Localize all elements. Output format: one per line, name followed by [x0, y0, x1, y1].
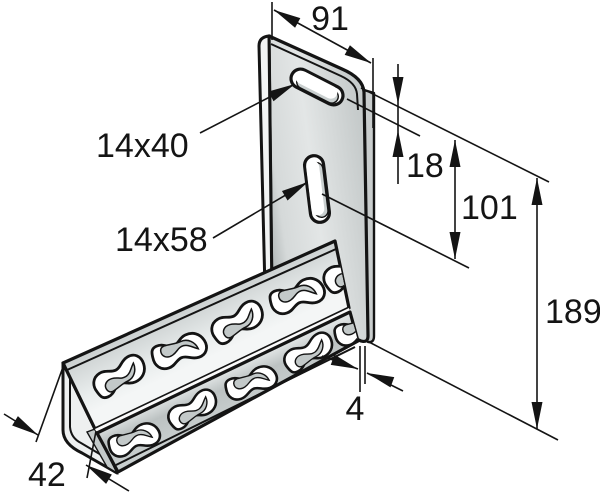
dim-plate-thickness-text: 4	[346, 390, 365, 428]
dim-plate-width: 91	[271, 0, 374, 128]
dim-plate-height-text: 189	[545, 293, 600, 331]
arrowhead	[531, 178, 543, 205]
ext-line	[35, 366, 64, 443]
channel-bottom-lip-line	[115, 346, 356, 466]
dim-top-slot-offset-text: 18	[406, 147, 444, 185]
plate-top-bend-line	[270, 43, 359, 111]
arrowhead	[344, 45, 374, 68]
dim-plate-thickness: 4	[321, 346, 404, 428]
bracket-body	[61, 34, 376, 475]
dim-plate-height: 189	[531, 178, 600, 429]
channel-back-lip-line	[66, 248, 337, 371]
dim-top-slot-offset: 18	[392, 64, 444, 185]
label-top-slot: 14x40	[96, 79, 298, 165]
dim-middle-slot-offset-text: 101	[461, 189, 518, 227]
arrowhead	[392, 130, 404, 157]
dim-channel-width: 42	[3, 366, 130, 494]
ext-middle-slot	[321, 193, 470, 269]
dim-middle-slot-offset: 101	[449, 140, 518, 259]
slot-14x40	[289, 67, 345, 107]
dim-channel-width-text: 42	[28, 456, 66, 494]
ext-top-edge	[360, 87, 550, 183]
arrowhead	[449, 140, 461, 167]
channel-arm	[61, 239, 360, 475]
arrowhead	[531, 402, 543, 429]
arrowhead	[271, 5, 301, 28]
arrowhead	[449, 232, 461, 259]
slot-14x58	[303, 154, 331, 224]
arrowhead	[392, 77, 404, 104]
label-middle-slot: 14x58	[115, 177, 311, 259]
ext-top-slot	[346, 98, 421, 137]
annotations: 91 18 101 189	[3, 0, 600, 494]
arrowhead	[365, 367, 395, 388]
dim-plate-width-text: 91	[311, 0, 349, 38]
label-middle-slot-text: 14x58	[115, 221, 208, 259]
channel-end-inner-line	[69, 372, 104, 457]
ext-line	[86, 430, 97, 479]
ext-bottom-edge	[368, 341, 559, 441]
arrowhead	[12, 416, 41, 440]
plate-left-edge-face	[257, 34, 274, 305]
arrowhead	[330, 354, 360, 375]
channel-end-face	[61, 361, 119, 475]
label-top-slot-text: 14x40	[96, 127, 189, 165]
